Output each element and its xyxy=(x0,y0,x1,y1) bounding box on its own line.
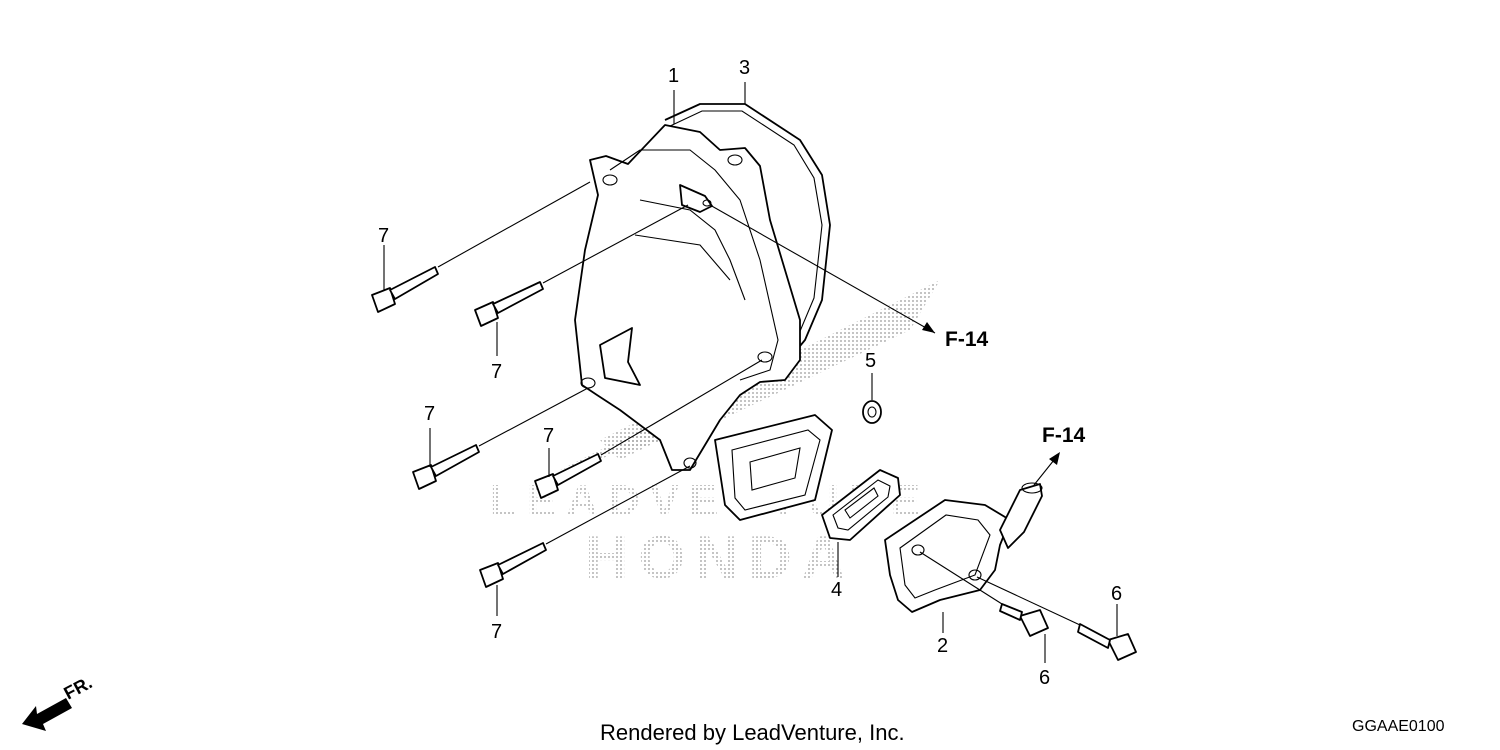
part-1-cover[interactable] xyxy=(574,124,833,521)
bolt-7-d[interactable] xyxy=(534,453,602,499)
part-4-plate-gasket[interactable] xyxy=(821,469,901,541)
leader-lines xyxy=(383,82,1118,663)
callout-2: 2 xyxy=(937,635,948,657)
watermark-line2: HONDA xyxy=(585,524,855,591)
reference-f14-upper[interactable]: F-14 xyxy=(945,328,989,351)
bolt-7-b[interactable] xyxy=(474,281,544,327)
part-5-washer[interactable] xyxy=(862,400,882,424)
callout-5: 5 xyxy=(865,350,876,372)
bolt-7-e[interactable] xyxy=(479,542,547,588)
bolt-6-a[interactable] xyxy=(999,603,1049,637)
callout-7-e: 7 xyxy=(491,621,502,643)
bolt-7-c[interactable] xyxy=(412,444,480,490)
callout-7-c: 7 xyxy=(424,403,435,425)
callout-3: 3 xyxy=(739,57,750,79)
reference-f14-lower[interactable]: F-14 xyxy=(1042,424,1086,447)
front-arrow-icon xyxy=(22,698,72,731)
callout-7-b: 7 xyxy=(491,361,502,383)
footer-credit: Rendered by LeadVenture, Inc. xyxy=(600,720,905,745)
front-direction-indicator: FR. xyxy=(22,672,95,731)
part-2-breather-case[interactable] xyxy=(884,482,1043,613)
callout-7-a: 7 xyxy=(378,225,389,247)
callout-7-d: 7 xyxy=(543,425,554,447)
callout-4: 4 xyxy=(831,579,842,601)
bolt-6-b[interactable] xyxy=(1077,623,1137,661)
bolt-7-a[interactable] xyxy=(371,266,439,313)
diagram-code: GGAAE0100 xyxy=(1352,718,1445,735)
callout-1: 1 xyxy=(668,65,679,87)
callout-6-a: 6 xyxy=(1039,667,1050,689)
callout-6-b: 6 xyxy=(1111,583,1122,605)
